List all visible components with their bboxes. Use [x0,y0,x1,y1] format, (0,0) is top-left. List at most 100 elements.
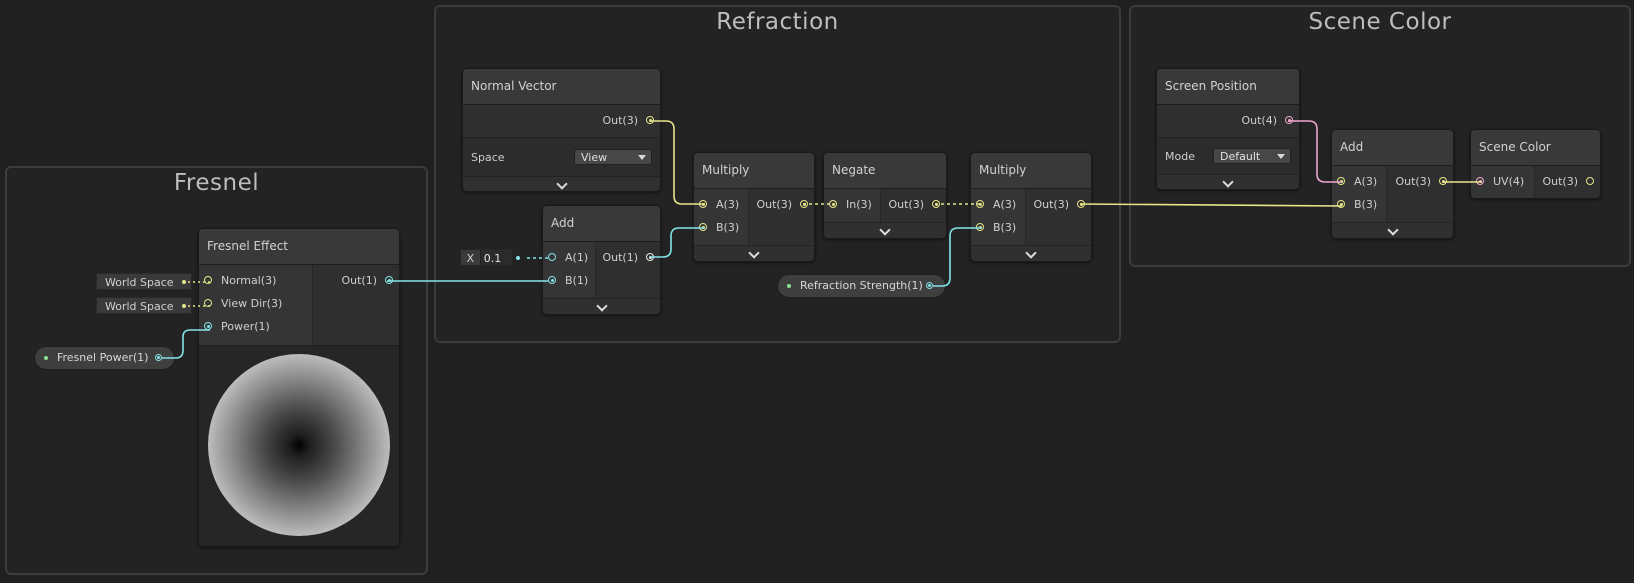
input-port-b[interactable]: B(3) [694,216,748,239]
multiply-node-1[interactable]: Multiply A(3) B(3) Out(3) [693,152,815,262]
add-node-2[interactable]: Add A(3) B(3) Out(3) [1331,129,1454,239]
port-dot-icon[interactable] [1337,200,1345,208]
port-dot-icon[interactable] [1285,116,1293,124]
screen-position-node[interactable]: Screen Position Out(4) Mode Default [1156,68,1300,190]
output-port-out[interactable]: Out(4) [1157,109,1299,132]
x-value[interactable]: 0.1 [479,250,512,265]
mode-control: Mode Default [1157,137,1299,174]
fresnel-preview [199,345,399,546]
port-dot-icon[interactable] [385,276,393,284]
viewdir-space-tag[interactable]: World Space [96,297,192,314]
negate-node[interactable]: Negate In(3) Out(3) [823,152,947,239]
collapse-toggle[interactable] [971,245,1091,261]
input-port-a[interactable]: A(1) [543,246,595,269]
input-port-a[interactable]: A(3) [1332,170,1386,193]
chevron-down-icon [1025,247,1037,259]
input-port-normal[interactable]: Normal(3) [199,269,312,292]
node-title[interactable]: Add [1332,130,1453,166]
scene-color-node[interactable]: Scene Color UV(4) Out(3) [1470,129,1601,199]
output-port-out[interactable]: Out(3) [1535,170,1600,193]
input-port-b[interactable]: B(3) [971,216,1025,239]
space-control: Space View [463,137,660,176]
port-dot-icon[interactable] [646,116,654,124]
x-value-input[interactable]: X 0.1 [460,249,520,266]
output-port-out[interactable]: Out(1) [596,246,660,269]
multiply-node-2[interactable]: Multiply A(3) B(3) Out(3) [970,152,1092,262]
port-dot-icon[interactable] [699,200,707,208]
port-dot-icon[interactable] [926,282,933,289]
port-dot-icon[interactable] [800,200,808,208]
node-title[interactable]: Negate [824,153,946,189]
collapse-toggle[interactable] [694,245,814,261]
node-title[interactable]: Multiply [971,153,1091,189]
mode-label: Mode [1165,149,1195,163]
port-dot-icon[interactable] [976,223,984,231]
input-port-power[interactable]: Power(1) [199,315,312,338]
input-port-a[interactable]: A(3) [971,193,1025,216]
refraction-strength-property[interactable]: Refraction Strength(1) [777,274,946,298]
input-port-in[interactable]: In(3) [824,193,880,216]
output-port-out[interactable]: Out(1) [313,269,399,292]
space-label: Space [471,150,505,164]
port-dot-icon[interactable] [182,304,186,308]
port-dot-icon[interactable] [699,223,707,231]
port-dot-icon[interactable] [1077,200,1085,208]
chevron-down-icon [748,247,760,259]
chevron-down-icon [879,224,891,236]
input-port-b[interactable]: B(3) [1332,193,1386,216]
port-dot-icon[interactable] [1476,177,1484,185]
port-dot-icon[interactable] [1439,177,1447,185]
output-port-out[interactable]: Out(3) [1387,170,1453,193]
normal-space-tag[interactable]: World Space [96,273,192,290]
property-indicator-icon [44,356,48,360]
collapse-toggle[interactable] [1332,222,1453,238]
port-dot-icon[interactable] [155,354,162,361]
group-title-scene-color: Scene Color [1308,9,1452,35]
input-port-uv[interactable]: UV(4) [1471,170,1534,193]
node-title[interactable]: Screen Position [1157,69,1299,105]
node-title[interactable]: Add [543,206,660,242]
output-port-out[interactable]: Out(3) [881,193,946,216]
chevron-down-icon [555,178,568,190]
port-dot-icon[interactable] [932,200,940,208]
node-title[interactable]: Fresnel Effect [199,229,399,265]
port-dot-icon[interactable] [204,299,212,307]
group-title-refraction: Refraction [716,9,839,35]
output-port-out[interactable]: Out(3) [463,109,660,132]
node-title[interactable]: Scene Color [1471,130,1600,166]
port-dot-icon[interactable] [548,253,556,261]
port-dot-icon[interactable] [1337,177,1345,185]
collapse-toggle[interactable] [543,298,660,314]
port-dot-icon[interactable] [182,280,186,284]
preview-sphere [208,354,390,536]
mode-dropdown[interactable]: Default [1213,148,1291,164]
input-port-b[interactable]: B(1) [543,269,595,292]
input-port-a[interactable]: A(3) [694,193,748,216]
chevron-down-icon [1386,224,1399,236]
normal-vector-node[interactable]: Normal Vector Out(3) Space View [462,68,661,192]
port-dot-icon[interactable] [976,200,984,208]
fresnel-effect-node[interactable]: Fresnel Effect Normal(3) View Dir(3) Pow… [198,228,400,547]
output-port-out[interactable]: Out(3) [1026,193,1091,216]
collapse-toggle[interactable] [824,222,946,238]
output-port-out[interactable]: Out(3) [749,193,814,216]
port-dot-icon[interactable] [204,322,212,330]
port-dot-icon[interactable] [829,200,837,208]
chevron-down-icon [1222,176,1234,188]
collapse-toggle[interactable] [1157,174,1299,189]
port-dot-icon[interactable] [646,253,654,261]
input-port-view-dir[interactable]: View Dir(3) [199,292,312,315]
add-node-1[interactable]: Add A(1) B(1) Out(1) [542,205,661,315]
group-title-fresnel: Fresnel [173,170,260,196]
node-title[interactable]: Normal Vector [463,69,660,105]
port-dot-icon[interactable] [548,276,556,284]
x-label: X [466,252,475,265]
port-dot-icon[interactable] [204,276,212,284]
node-title[interactable]: Multiply [694,153,814,189]
space-dropdown[interactable]: View [574,149,652,165]
chevron-down-icon [595,300,608,312]
collapse-toggle[interactable] [463,176,660,191]
fresnel-power-property[interactable]: Fresnel Power(1) [34,346,175,370]
port-dot-icon[interactable] [1586,177,1594,185]
port-dot-icon[interactable] [516,256,520,260]
